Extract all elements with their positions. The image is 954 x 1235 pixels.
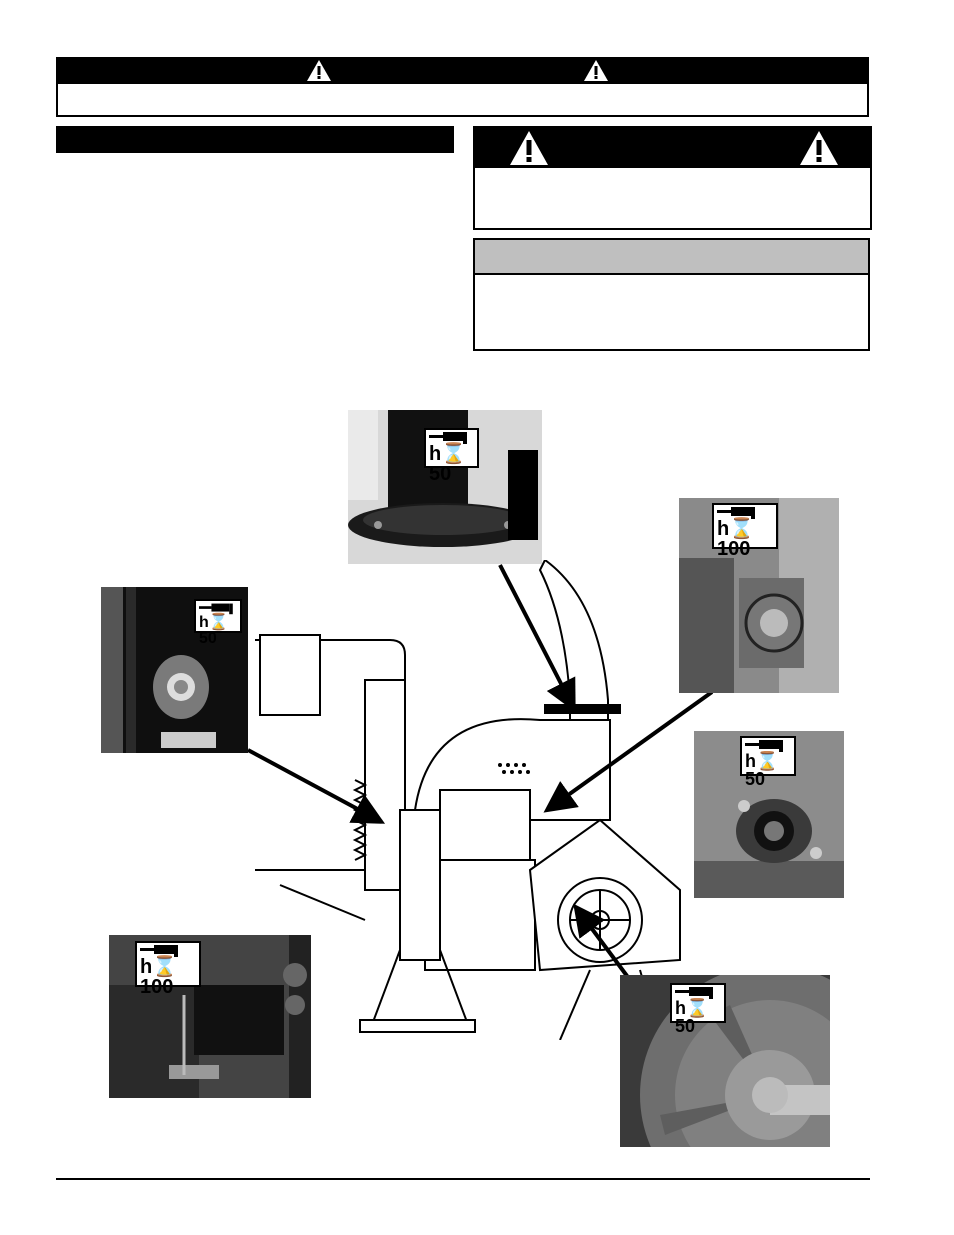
torque-value: h⌛100	[140, 956, 178, 998]
torque-wrench-icon	[199, 603, 233, 615]
torque-label: h⌛50	[740, 736, 796, 788]
danger-body	[473, 168, 872, 230]
footer-rule	[56, 1178, 870, 1180]
danger-box	[473, 126, 872, 230]
warning-triangle-icon	[510, 131, 548, 165]
torque-label: h⌛100	[712, 503, 778, 559]
torque-value: h⌛50	[199, 614, 229, 647]
photo-chute-flange: h⌛50	[348, 410, 542, 564]
top-warning-body	[56, 84, 869, 117]
torque-wrench-icon	[675, 987, 713, 999]
torque-value: h⌛50	[745, 751, 779, 789]
torque-wrench-icon	[717, 507, 755, 519]
torque-wrench-icon	[429, 432, 467, 444]
torque-value: h⌛50	[429, 443, 467, 485]
torque-value: h⌛50	[675, 998, 709, 1036]
top-warning-banner	[56, 57, 869, 117]
torque-label: h⌛50	[194, 599, 242, 647]
torque-label: h⌛50	[670, 983, 726, 1035]
torque-label: h⌛50	[424, 428, 479, 484]
photo-bearing-left-upper: h⌛50	[101, 587, 248, 753]
torque-wrench-icon	[745, 740, 783, 752]
torque-label: h⌛100	[135, 941, 201, 997]
photo-bearing-right-middle: h⌛50	[694, 731, 844, 898]
warning-triangle-icon	[584, 60, 608, 81]
notice-bar	[475, 240, 868, 275]
warning-triangle-icon	[307, 60, 331, 81]
torque-value: h⌛100	[717, 518, 755, 560]
top-warning-bar	[56, 57, 869, 84]
section-heading-bar	[56, 126, 454, 153]
photo-mount-left-lower: h⌛100	[109, 935, 311, 1098]
photo-bearing-right-upper: h⌛100	[679, 498, 839, 693]
photo-pulley-right-lower: h⌛50	[620, 975, 830, 1147]
notice-box	[473, 238, 870, 351]
danger-bar	[473, 126, 872, 168]
warning-triangle-icon	[800, 131, 838, 165]
torque-wrench-icon	[140, 945, 178, 957]
